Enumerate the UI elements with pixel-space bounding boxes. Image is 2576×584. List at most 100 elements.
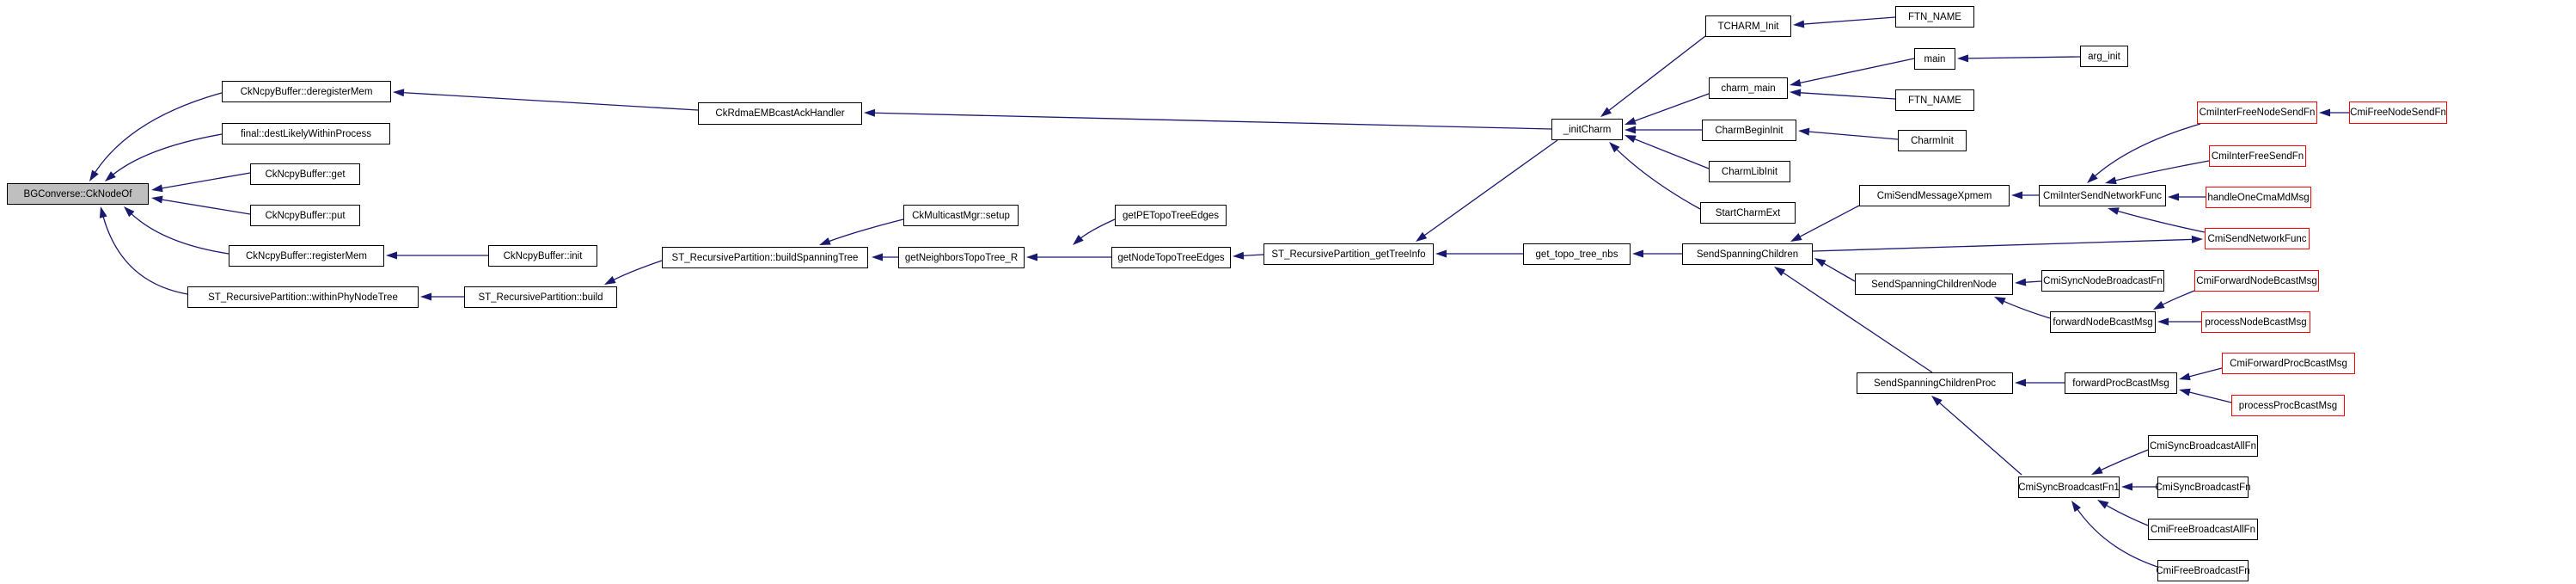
arrowhead-initcharm-to-st-gettreeinfo <box>1416 231 1428 242</box>
edge-final-destlikelywithinprocess-to-bgconverse-cknodeof <box>110 133 223 177</box>
graph-node-getnodetopotreeedges[interactable]: getNodeTopoTreeEdges <box>1111 247 1231 268</box>
graph-node-ckncpybuffer-init[interactable]: CkNcpyBuffer::init <box>488 245 597 267</box>
graph-node-bgconverse-cknodeof[interactable]: BGConverse::CkNodeOf <box>7 183 149 205</box>
arrowhead-sendspanningchildren-to-cmisendnetworkfunc <box>2191 235 2203 243</box>
edge-cmisyncbroadcastfn1-to-sendspanningchildrenproc <box>1937 400 2022 476</box>
edge-sendspanningchildren-to-cmisendnetworkfunc <box>1812 238 2196 252</box>
arrowhead-charm-main-to-initcharm <box>1625 117 1637 125</box>
arrowhead-forwardnodebcastmsg-to-sendspanningchildrennode <box>1994 297 2006 305</box>
graph-node-charm-main[interactable]: charm_main <box>1709 77 1788 99</box>
arrowhead-ckrdmaembcastackhandler-to-ckncpybuffer-deregistermem <box>393 89 405 97</box>
arrowhead-ftn-name-2-to-charm-main <box>1790 89 1802 97</box>
arrowhead-ckncpybuffer-deregistermem-to-bgconverse-cknodeof <box>89 169 99 181</box>
graph-node-forwardprocbcastmsg[interactable]: forwardProcBcastMsg <box>2065 372 2177 394</box>
graph-node-st-buildspanningtree[interactable]: ST_RecursivePartition::buildSpanningTree <box>662 247 868 268</box>
graph-node-ckmulticastmgr-setup[interactable]: CkMulticastMgr::setup <box>903 205 1019 226</box>
graph-node-processnodebcastmsg[interactable]: processNodeBcastMsg <box>2201 311 2310 333</box>
arrowhead-ckncpybuffer-get-to-bgconverse-cknodeof <box>151 184 163 193</box>
graph-node-cmisendmessagexpmem[interactable]: CmiSendMessageXpmem <box>1859 185 2010 206</box>
graph-node-arg-init[interactable]: arg_init <box>2080 46 2128 67</box>
graph-node-getpetopotreeedges[interactable]: getPETopoTreeEdges <box>1115 205 1227 226</box>
graph-node-processprocbcastmsg[interactable]: processProcBcastMsg <box>2231 395 2345 416</box>
graph-node-handleonecmamdmsg[interactable]: handleOneCmaMdMsg <box>2206 187 2311 208</box>
edge-cmifreebroadcastallfn-to-cmisyncbroadcastfn1 <box>2103 503 2149 526</box>
arrowhead-charminit-to-charmbegininit <box>1798 127 1810 136</box>
graph-node-st-build[interactable]: ST_RecursivePartition::build <box>464 286 617 308</box>
graph-node-cmifreebroadcastfn[interactable]: CmiFreeBroadcastFn <box>2156 560 2250 581</box>
graph-node-initcharm[interactable]: _initCharm <box>1551 119 1623 140</box>
graph-node-cmiinterfreesendfn[interactable]: CmiInterFreeSendFn <box>2209 145 2306 167</box>
graph-node-final-destlikelywithinprocess[interactable]: final::destLikelyWithinProcess <box>222 123 390 144</box>
edge-ckncpybuffer-deregistermem-to-bgconverse-cknodeof <box>93 92 223 175</box>
graph-node-get-topo-tree-nbs[interactable]: get_topo_tree_nbs <box>1523 243 1631 265</box>
arrowhead-cmisyncbroadcastfn-to-cmisyncbroadcastfn1 <box>2121 483 2132 491</box>
graph-node-cmiinterfreenodesendfn[interactable]: CmiInterFreeNodeSendFn <box>2197 101 2317 124</box>
arrowhead-ftn-name-1-to-tcharm-init <box>1793 20 1805 28</box>
graph-node-forwardnodebcastmsg[interactable]: forwardNodeBcastMsg <box>2050 311 2156 333</box>
graph-node-ckrdmaembcastackhandler[interactable]: CkRdmaEMBcastAckHandler <box>698 102 862 125</box>
edge-initcharm-to-ckrdmaembcastackhandler <box>871 112 1552 130</box>
arrowhead-cmisyncnodebroadcastfn-to-sendspanningchildrennode <box>2015 278 2027 286</box>
graph-node-charmlibinit[interactable]: CharmLibInit <box>1709 161 1790 182</box>
arrowhead-initcharm-to-ckrdmaembcastackhandler <box>864 108 876 117</box>
arrowhead-startcharmext-to-initcharm <box>1609 142 1620 153</box>
arrowhead-handleonecmamdmsg-to-cmiintersendnetworkfunc <box>2168 193 2179 201</box>
graph-node-st-withinphynodetree[interactable]: ST_RecursivePartition::withinPhyNodeTree <box>187 286 419 308</box>
arrowhead-forwardprocbcastmsg-to-sendspanningchildrenproc <box>2015 378 2026 387</box>
arrowhead-charmbegininit-to-initcharm <box>1625 126 1636 134</box>
edge-cmiforwardnodebcastmsg-to-forwardnodebcastmsg <box>2159 290 2195 307</box>
graph-node-cmifreebroadcastallfn[interactable]: CmiFreeBroadcastAllFn <box>2148 519 2258 540</box>
graph-node-startcharmext[interactable]: StartCharmExt <box>1700 202 1796 224</box>
arrowhead-getnodetopotreeedges-to-getneighborstopotree-r <box>1026 253 1037 261</box>
graph-node-ckncpybuffer-get[interactable]: CkNcpyBuffer::get <box>250 163 360 185</box>
edge-cmisendmessagexpmem-to-sendspanningchildren <box>1796 205 1860 239</box>
arrowhead-cmiinterfreesendfn-to-cmiintersendnetworkfunc <box>2105 176 2117 185</box>
edge-processprocbcastmsg-to-forwardprocbcastmsg <box>2186 390 2232 403</box>
arrowhead-ckncpybuffer-init-to-ckncpybuffer-registermem <box>386 251 397 260</box>
graph-node-sendspanningchildrenproc[interactable]: SendSpanningChildrenProc <box>1857 372 2013 394</box>
graph-node-ftn-name-2[interactable]: FTN_NAME <box>1895 89 1974 111</box>
graph-node-charminit[interactable]: CharmInit <box>1898 130 1967 151</box>
edge-initcharm-to-st-gettreeinfo <box>1421 139 1558 238</box>
arrowhead-cmisyncbroadcastfn1-to-sendspanningchildrenproc <box>1931 396 1943 406</box>
edge-ftn-name-1-to-tcharm-init <box>1800 16 1896 25</box>
arrowhead-arg-init-to-main <box>1957 54 1969 63</box>
edge-charm-main-to-initcharm <box>1631 93 1710 123</box>
edge-st-gettreeinfo-to-getnodetopotreeedges <box>1239 254 1264 257</box>
graph-node-ckncpybuffer-deregistermem[interactable]: CkNcpyBuffer::deregisterMem <box>222 81 391 102</box>
edge-getpetopotreeedges-to-getneighborstopotree-r <box>1078 218 1116 241</box>
graph-node-cmisyncbroadcastallfn[interactable]: CmiSyncBroadcastAllFn <box>2148 435 2258 457</box>
arrowhead-cmifreebroadcastfn-to-cmisyncbroadcastfn1 <box>2071 501 2082 513</box>
graph-node-ftn-name-1[interactable]: FTN_NAME <box>1895 6 1974 28</box>
graph-node-cmiintersendnetworkfunc[interactable]: CmiInterSendNetworkFunc <box>2039 185 2166 206</box>
arrowhead-cmifreenodesendfn-to-cmiinterfreenodesendfn <box>2319 108 2330 117</box>
graph-node-tcharm-init[interactable]: TCHARM_Init <box>1705 15 1791 37</box>
edge-cmisendnetworkfunc-to-cmiintersendnetworkfunc <box>2114 209 2206 233</box>
graph-node-st-gettreeinfo[interactable]: ST_RecursivePartition_getTreeInfo <box>1264 243 1434 265</box>
arrowhead-sendspanningchildren-to-get-topo-tree-nbs <box>1632 249 1643 258</box>
graph-node-sendspanningchildren[interactable]: SendSpanningChildren <box>1682 243 1813 265</box>
graph-node-getneighborstopotree-r[interactable]: getNeighborsTopoTree_R <box>898 247 1025 268</box>
graph-node-cmisyncnodebroadcastfn[interactable]: CmiSyncNodeBroadcastFn <box>2041 270 2164 292</box>
graph-node-main[interactable]: main <box>1914 48 1955 70</box>
graph-node-cmiforwardprocbcastmsg[interactable]: CmiForwardProcBcastMsg <box>2222 353 2355 374</box>
arrowhead-st-gettreeinfo-to-getnodetopotreeedges <box>1233 251 1245 260</box>
arrowhead-ckmulticastmgr-setup-to-st-buildspanningtree <box>819 237 831 245</box>
graph-node-ckncpybuffer-put[interactable]: CkNcpyBuffer::put <box>250 205 360 226</box>
graph-node-sendspanningchildrennode[interactable]: SendSpanningChildrenNode <box>1855 274 2013 295</box>
graph-node-charmbegininit[interactable]: CharmBeginInit <box>1702 120 1796 141</box>
graph-node-cmisyncbroadcastfn1[interactable]: CmiSyncBroadcastFn1 <box>2018 476 2120 498</box>
arrowhead-sendspanningchildrenproc-to-sendspanningchildren <box>1774 267 1786 276</box>
edge-startcharmext-to-initcharm <box>1613 146 1701 210</box>
arrowhead-get-topo-tree-nbs-to-st-gettreeinfo <box>1435 249 1447 258</box>
graph-node-cmisyncbroadcastfn[interactable]: CmiSyncBroadcastFn <box>2155 476 2251 498</box>
edge-main-to-charm-main <box>1796 58 1915 84</box>
edge-ckrdmaembcastackhandler-to-ckncpybuffer-deregistermem <box>400 91 699 111</box>
graph-node-ckncpybuffer-registermem[interactable]: CkNcpyBuffer::registerMem <box>229 245 384 267</box>
graph-node-cmiforwardnodebcastmsg[interactable]: CmiForwardNodeBcastMsg <box>2194 270 2319 292</box>
graph-node-cmifreenodesendfn[interactable]: CmiFreeNodeSendFn <box>2349 101 2447 124</box>
graph-node-cmisendnetworkfunc[interactable]: CmiSendNetworkFunc <box>2205 228 2310 249</box>
arrowhead-st-buildspanningtree-to-st-build <box>604 276 616 285</box>
edge-charmlibinit-to-initcharm <box>1631 137 1710 169</box>
